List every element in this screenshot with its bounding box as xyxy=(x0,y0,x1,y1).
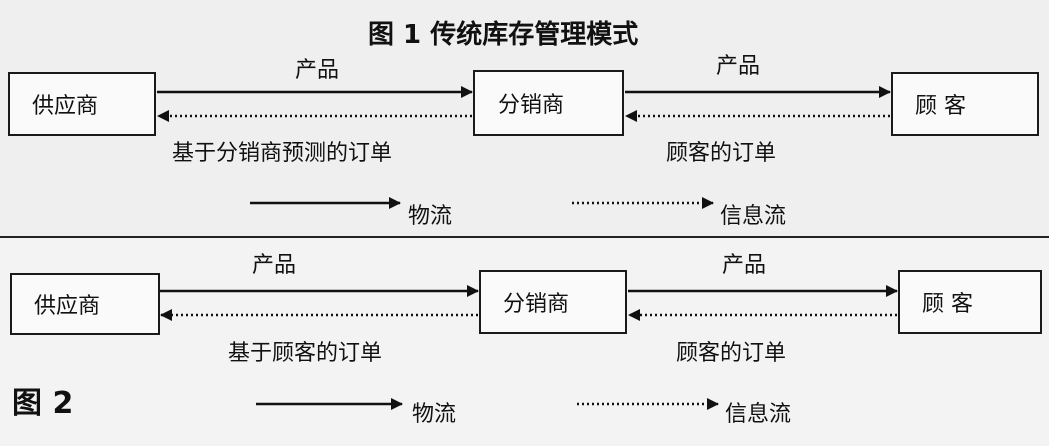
fig1-distributor-node: 分销商 xyxy=(473,70,624,136)
fig1-customer-label: 顾 客 xyxy=(915,94,966,119)
fig2-distributor-label: 分销商 xyxy=(503,292,570,317)
fig2-customer-node: 顾 客 xyxy=(898,270,1042,334)
fig2-product-label-right: 产品 xyxy=(722,253,767,278)
fig1-order-label-left: 基于分销商预测的订单 xyxy=(172,141,393,166)
fig1-customer-node: 顾 客 xyxy=(891,72,1039,136)
fig2-customer-label: 顾 客 xyxy=(922,292,973,317)
fig2-distributor-node: 分销商 xyxy=(479,270,627,334)
fig1-supplier-label: 供应商 xyxy=(32,94,99,119)
figure-1-title: 图 1 传统库存管理模式 xyxy=(368,20,639,50)
fig2-supplier-label: 供应商 xyxy=(34,294,101,319)
fig1-order-label-right: 顾客的订单 xyxy=(666,141,777,166)
fig1-legend-info-label: 信息流 xyxy=(720,204,787,229)
fig2-product-label-left: 产品 xyxy=(252,253,297,278)
fig2-legend-info-label: 信息流 xyxy=(725,402,792,427)
fig2-order-label-left: 基于顾客的订单 xyxy=(228,341,383,366)
fig2-order-label-right: 顾客的订单 xyxy=(676,341,787,366)
fig1-distributor-label: 分销商 xyxy=(498,93,565,118)
fig1-product-label-right: 产品 xyxy=(716,54,761,79)
fig1-legend-physical-label: 物流 xyxy=(408,204,453,229)
fig2-legend-physical-label: 物流 xyxy=(412,402,457,427)
fig1-product-label-left: 产品 xyxy=(295,58,340,83)
fig1-supplier-node: 供应商 xyxy=(8,72,156,136)
figure-2-title: 图 2 xyxy=(12,386,74,421)
fig2-supplier-node: 供应商 xyxy=(10,273,160,335)
